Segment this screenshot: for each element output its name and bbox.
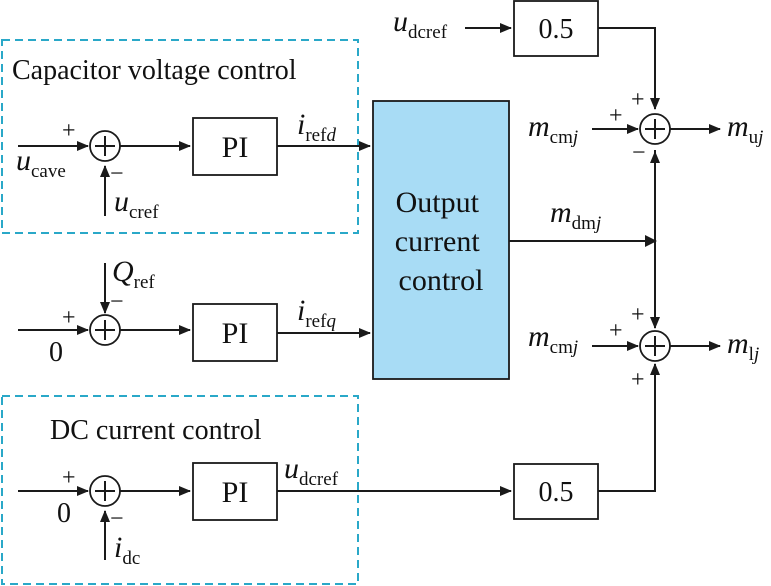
sum-junction-2: [89, 314, 121, 346]
plus-sign: +: [62, 305, 76, 331]
gain-block-bottom: [513, 463, 599, 520]
pi-block-3-label: PI: [222, 476, 249, 509]
output-current-control-label: Output current control: [395, 186, 487, 297]
gain-block-bottom-label: 0.5: [539, 477, 574, 508]
pi-block-1: [192, 117, 278, 176]
plus-sign: +: [631, 302, 645, 328]
m-cmj-upper-label: mcmj: [528, 110, 578, 148]
plus-sign: +: [631, 367, 645, 393]
pi-block-2-label: PI: [222, 317, 249, 350]
u-dcref-top-label: udcref: [393, 5, 448, 43]
plus-sign: +: [631, 87, 645, 113]
minus-sign: −: [110, 506, 124, 532]
gain-block-top-label: 0.5: [539, 14, 574, 45]
sum-junction-1: [89, 130, 121, 162]
i-refq-label: irefq: [297, 294, 336, 332]
pi-block-1-label: PI: [222, 131, 249, 164]
q-ref-label: Qref: [112, 255, 155, 293]
minus-sign: −: [632, 140, 646, 166]
sum-junction-lower: [639, 330, 671, 362]
gain-top-to-sum-wire: [598, 27, 660, 110]
output-current-control-block: [372, 100, 510, 380]
sum-junction-3: [89, 475, 121, 507]
m-uj-label: muj: [727, 110, 763, 148]
u-cref-label: ucref: [114, 185, 159, 223]
m-lj-label: mlj: [727, 327, 759, 365]
plus-sign: +: [609, 318, 623, 344]
pi-block-2: [192, 303, 278, 362]
zero-label-dc: 0: [57, 498, 71, 529]
gain-bottom-to-sum-wire: [598, 363, 660, 492]
zero-label-q: 0: [49, 337, 63, 368]
minus-sign: −: [110, 289, 124, 315]
u-cave-label: ucave: [16, 144, 66, 182]
plus-sign: +: [62, 465, 76, 491]
plus-sign: +: [609, 103, 623, 129]
capacitor-voltage-control-title: Capacitor voltage control: [12, 55, 297, 86]
m-dmj-branch-dot: [645, 235, 657, 247]
m-cmj-lower-label: mcmj: [528, 320, 578, 358]
i-refd-label: irefd: [297, 108, 336, 146]
i-dc-label: idc: [114, 531, 140, 569]
capacitor-voltage-control-group: [1, 39, 359, 234]
m-dmj-label: mdmj: [550, 196, 601, 234]
u-dcref-bottom-label: udcref: [284, 452, 339, 490]
dc-current-control-title: DC current control: [50, 415, 262, 446]
plus-sign: +: [62, 118, 76, 144]
minus-sign: −: [110, 161, 124, 187]
